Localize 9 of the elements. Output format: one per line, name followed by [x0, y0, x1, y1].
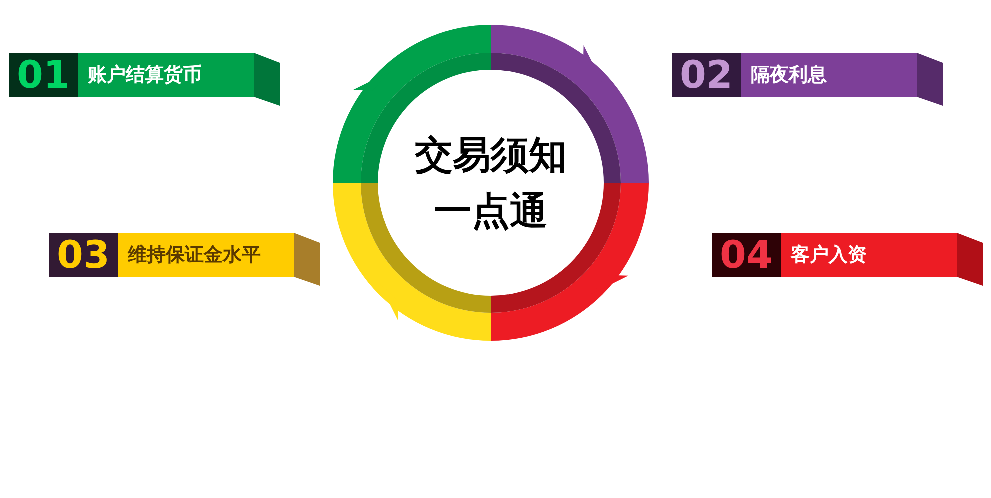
banner-title: 维持保证金水平: [128, 243, 261, 268]
step-number: 04: [712, 233, 781, 277]
center-title: 交易须知一点通: [414, 132, 568, 235]
banner-title: 隔夜利息: [751, 63, 827, 88]
step-number: 03: [49, 233, 118, 277]
step-number: 02: [672, 53, 741, 97]
banner-title: 账户结算货币: [88, 63, 202, 88]
banner-title: 客户入资: [791, 243, 867, 268]
step-number: 01: [9, 53, 78, 97]
